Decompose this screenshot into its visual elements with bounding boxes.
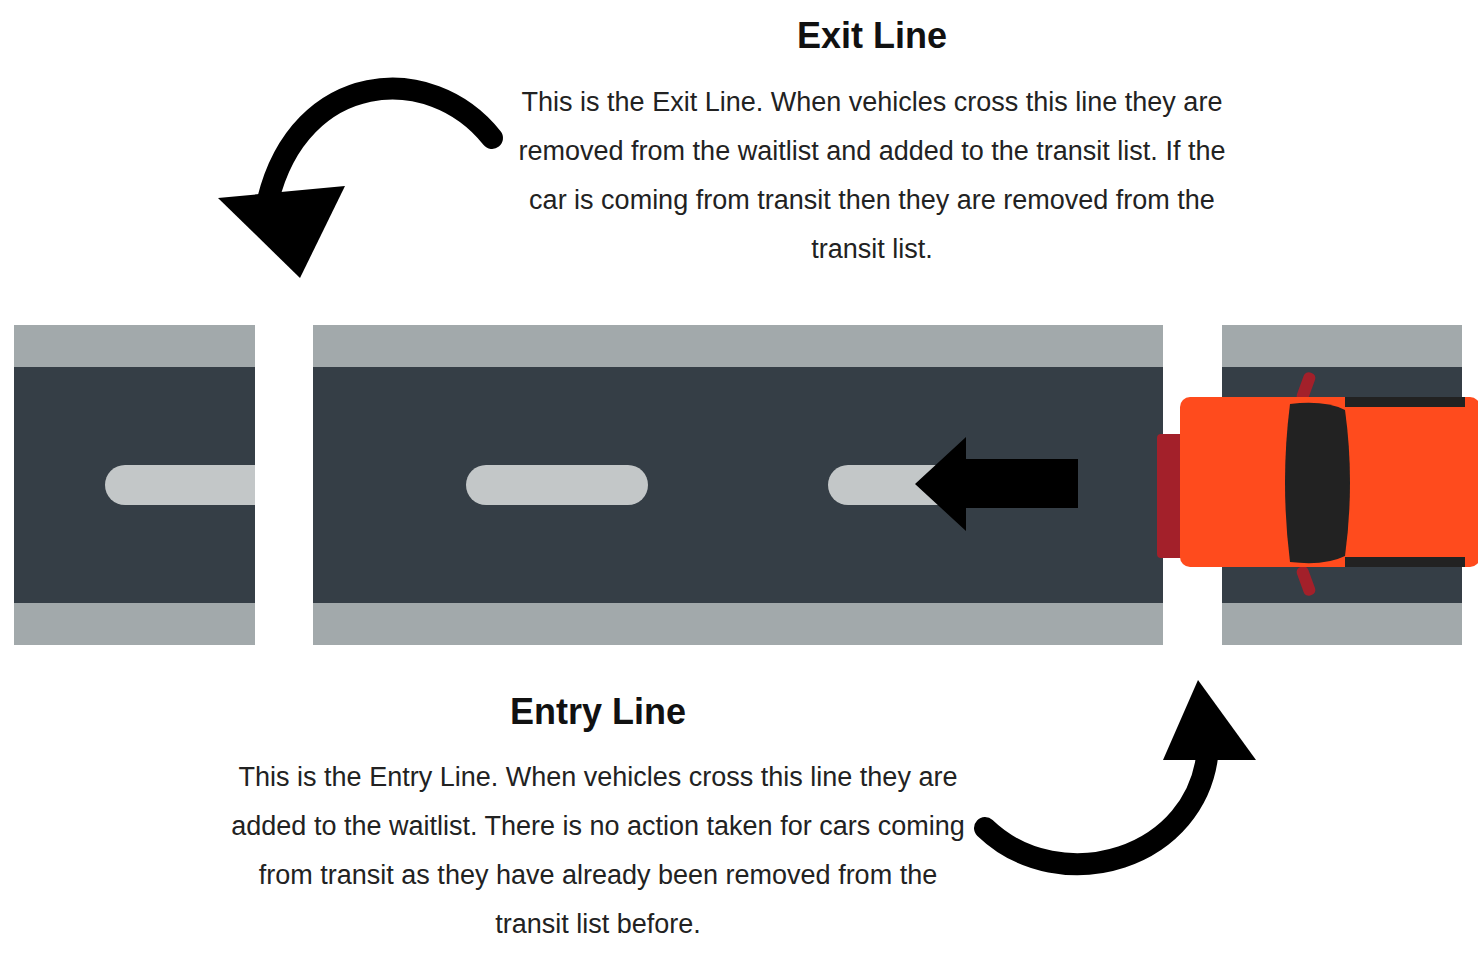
road-segment [14,325,255,645]
leader-arrow [985,748,1208,864]
car-mirror [1295,565,1317,597]
road-curb [1222,325,1462,367]
description-text: This is the Exit Line. When vehicles cro… [500,78,1244,274]
leader-arrowhead [218,186,345,278]
road-curb [14,325,255,367]
road-segment [313,325,1163,645]
road-curb [313,325,1163,367]
road-curb [14,603,255,645]
leader-arrow [268,89,492,200]
lane-dash [105,465,255,505]
road-curb [313,603,1163,645]
description-text: This is the Entry Line. When vehicles cr… [226,753,970,949]
road-asphalt [14,367,255,603]
road-curb [1222,603,1462,645]
car [1157,371,1478,597]
car-windshield [1285,403,1350,563]
car-roof-edge [1345,557,1465,567]
section-heading: Entry Line [420,692,776,732]
leader-arrowhead [1163,680,1256,760]
road-asphalt [313,367,1163,603]
car-body [1180,397,1478,567]
car-roof-edge [1345,397,1465,407]
direction-arrow [915,437,1078,531]
lane-dash [466,465,648,505]
section-heading: Exit Line [700,16,1044,56]
